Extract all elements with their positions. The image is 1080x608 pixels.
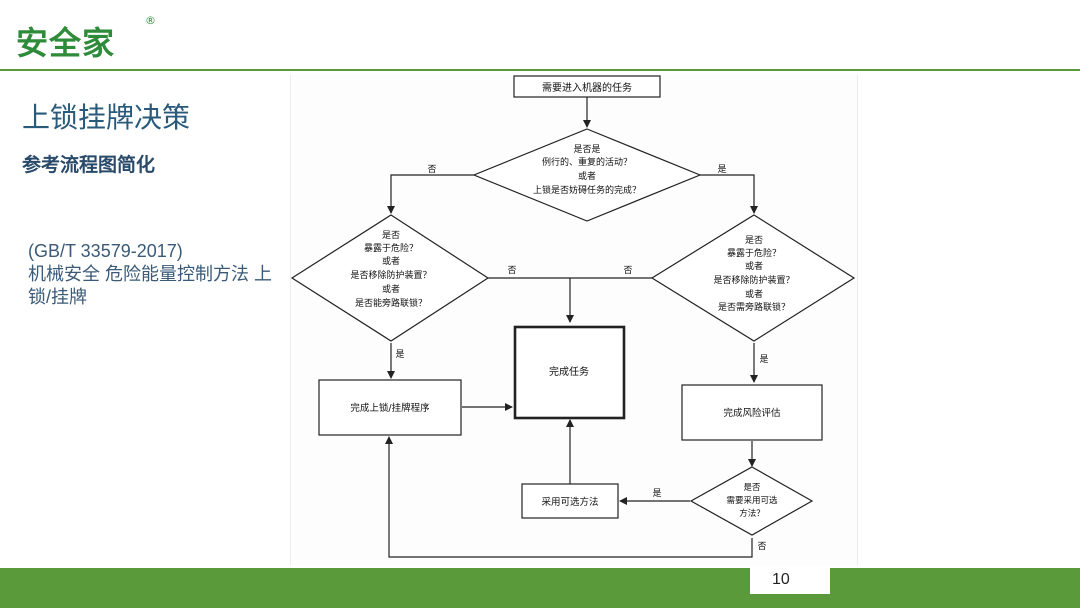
decision-text: 是否移除防护装置？	[350, 269, 431, 281]
decision-text: 方法？	[739, 508, 765, 519]
footer-bar	[0, 568, 1080, 608]
decision-text: 或者	[745, 288, 763, 300]
connector	[387, 174, 474, 214]
decision-text: 暴露于危险？	[364, 242, 418, 254]
standard-code: (GB/T 33579-2017)	[28, 241, 183, 261]
branch-label-yes: 是	[759, 354, 768, 365]
standard-title: 机械安全 危险能量控制方法 上锁/挂牌	[28, 264, 273, 307]
decision-text: 是否	[745, 235, 763, 246]
branch-label-yes: 是	[395, 349, 404, 360]
risk-assessment-label: 完成风险评估	[723, 407, 781, 419]
complete-task-label: 完成任务	[549, 365, 589, 378]
alternative-method-label: 采用可选方法	[541, 496, 598, 508]
connector	[385, 436, 753, 558]
decision-text: 暴露于危险？	[727, 247, 781, 259]
page-number: 10	[772, 571, 790, 588]
decision-text: 上锁是否妨碍任务的完成？	[533, 184, 641, 196]
registered-mark: ®	[145, 14, 156, 27]
start-label: 需要进入机器的任务	[542, 81, 632, 94]
branch-label-no: 否	[623, 265, 632, 276]
decision-alternative-method	[689, 466, 814, 536]
decision-exposure-left	[290, 214, 490, 342]
decision-text: 是否是	[573, 144, 600, 155]
slide-title: 上锁挂牌决策	[22, 101, 191, 134]
risk-assessment-box	[681, 384, 823, 441]
page-number-box	[750, 568, 830, 594]
start-box	[513, 75, 661, 98]
branch-label-yes: 是	[652, 488, 661, 499]
decision-text: 需要采用可选	[726, 495, 778, 506]
connector	[700, 174, 758, 214]
decision-text: 例行的、重复的活动？	[542, 156, 632, 168]
loto-procedure-label: 完成上锁/挂牌程序	[350, 402, 430, 414]
branch-label-no: 否	[507, 265, 516, 276]
decision-text: 或者	[745, 260, 763, 272]
alternative-method-box	[521, 483, 619, 519]
decision-text: 是否移除防护装置？	[713, 274, 794, 286]
decision-text: 或者	[578, 170, 596, 182]
loto-procedure-box	[318, 379, 462, 436]
branch-label-no: 否	[427, 164, 436, 175]
standard-reference: (GB/T 33579-2017) 机械安全 危险能量控制方法 上锁/挂牌	[28, 240, 273, 309]
decision-text: 或者	[382, 255, 400, 267]
decision-text: 是否	[382, 230, 400, 241]
complete-task-box	[513, 325, 626, 420]
slide-subtitle: 参考流程图简化	[22, 154, 156, 176]
decision-text: 是否需旁路联锁？	[718, 301, 790, 313]
decision-exposure-right	[650, 214, 856, 342]
decision-text: 是否能旁路联锁？	[355, 297, 427, 309]
branch-label-no: 否	[757, 541, 766, 552]
decision-text: 是否	[743, 483, 761, 493]
decision-text: 或者	[382, 283, 400, 295]
brand-logo: 安全家	[16, 24, 116, 62]
decision-routine-task	[472, 128, 702, 222]
branch-label-yes: 是	[717, 164, 726, 175]
header-divider	[0, 69, 1080, 71]
